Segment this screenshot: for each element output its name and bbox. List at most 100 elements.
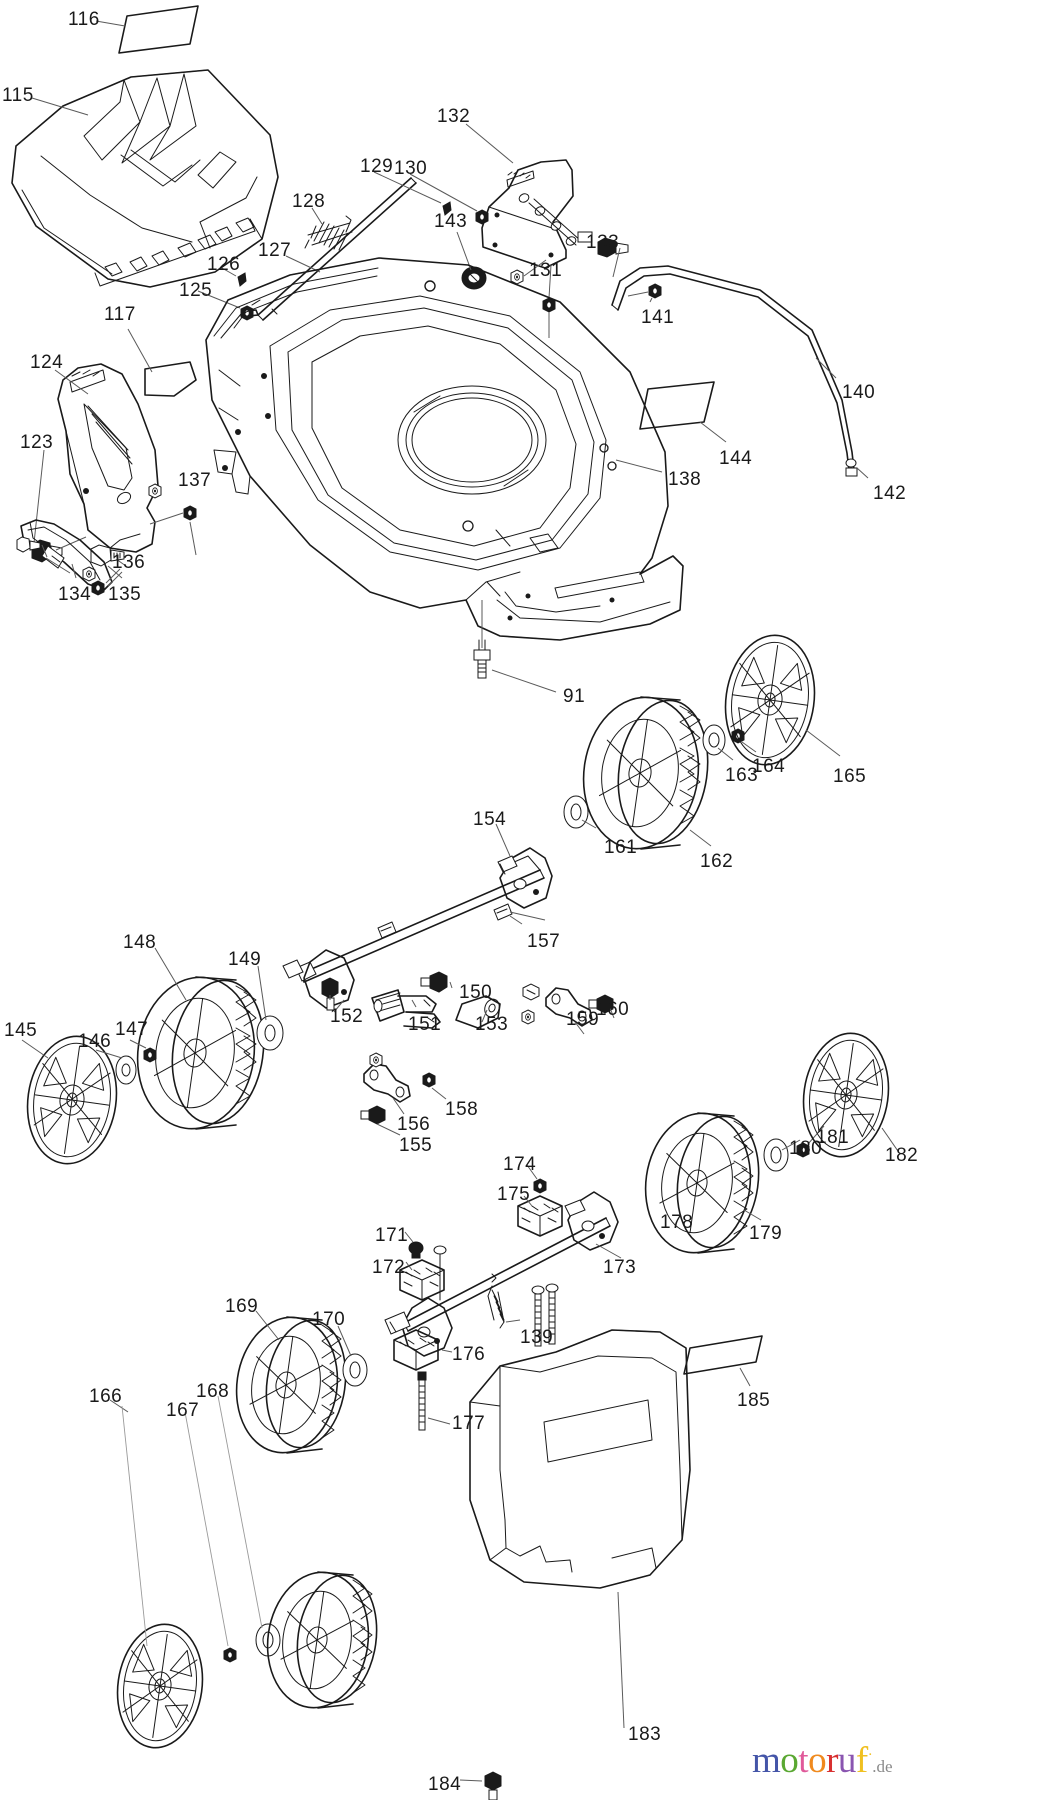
- callout-155: 155: [399, 1135, 433, 1156]
- part-155-bolt: [360, 1105, 386, 1125]
- callout-176: 176: [452, 1344, 486, 1365]
- watermark-dot: ·: [867, 1746, 873, 1763]
- callout-123: 123: [20, 432, 54, 453]
- watermark-letter-0: m: [752, 1740, 781, 1781]
- callout-151: 151: [408, 1014, 442, 1035]
- callout-173: 173: [603, 1257, 637, 1278]
- callout-144: 144: [719, 448, 753, 469]
- watermark-letter-3: o: [808, 1740, 827, 1781]
- watermark-suffix: .de: [872, 1757, 893, 1776]
- part-174-nut: [533, 1178, 547, 1194]
- callout-132: 132: [437, 106, 471, 127]
- callout-143: 143: [434, 211, 468, 232]
- callout-136: 136: [112, 552, 146, 573]
- part-116-label-plate: [118, 5, 199, 54]
- part-151-lever: [371, 989, 441, 1029]
- callout-141: 141: [641, 307, 675, 328]
- motoruf-watermark: motoruf·.de: [752, 1742, 893, 1779]
- callout-165: 165: [833, 766, 867, 787]
- callout-131: 131: [529, 260, 563, 281]
- part-172-bracket: [399, 1259, 445, 1301]
- part-159-bolt: [522, 983, 540, 1001]
- callout-139: 139: [520, 1327, 554, 1348]
- callout-130: 130: [394, 158, 428, 179]
- callout-134: 134: [58, 584, 92, 605]
- part-173-front-axle: [384, 1191, 619, 1357]
- callout-154: 154: [473, 809, 507, 830]
- nut-lower-left: [91, 580, 105, 596]
- callout-146: 146: [78, 1031, 112, 1052]
- part-150-bolt: [420, 971, 448, 993]
- callout-161: 161: [604, 837, 638, 858]
- callout-138: 138: [668, 469, 702, 490]
- part-148-wheel: [136, 976, 265, 1130]
- callout-163: 163: [725, 765, 759, 786]
- callout-172: 172: [372, 1257, 406, 1278]
- callout-183: 183: [628, 1724, 662, 1745]
- part-183-shield: [469, 1329, 691, 1589]
- callout-171: 171: [375, 1225, 409, 1246]
- part-184-bolt: [484, 1771, 502, 1800]
- part-127-rod: [246, 177, 417, 321]
- part-149-washer: [256, 1015, 284, 1051]
- callout-153: 153: [475, 1014, 509, 1035]
- callout-145: 145: [4, 1020, 38, 1041]
- callout-175: 175: [497, 1184, 531, 1205]
- callout-140: 140: [842, 382, 876, 403]
- part-144-sticker: [639, 381, 715, 430]
- callout-127: 127: [258, 240, 292, 261]
- callout-116: 116: [68, 9, 100, 30]
- part-145-hubcap: [26, 1035, 118, 1165]
- callout-162: 162: [700, 851, 734, 872]
- part-140-handle-tube: [611, 265, 858, 477]
- part-91-bolt: [473, 600, 491, 679]
- part-162-wheel: [582, 696, 709, 850]
- callout-160: 160: [596, 999, 630, 1020]
- part-136-bolt: [90, 544, 125, 567]
- part-124-lever-bracket: [57, 363, 159, 553]
- callout-124: 124: [30, 352, 64, 373]
- callout-125: 125: [179, 280, 213, 301]
- callout-157: 157: [527, 931, 561, 952]
- callout-148: 148: [123, 932, 157, 953]
- part-128-spring: [304, 215, 353, 251]
- callout-142: 142: [873, 483, 907, 504]
- part-166-hubcap: [116, 1623, 204, 1749]
- part-117-gasket: [144, 361, 197, 397]
- callout-178: 178: [660, 1212, 694, 1233]
- part-147-nut: [143, 1047, 157, 1063]
- callout-137: 137: [178, 470, 212, 491]
- part-153-roller: [455, 995, 501, 1029]
- part-185-sticker: [683, 1335, 763, 1375]
- callout-156: 156: [397, 1114, 431, 1135]
- callout-168: 168: [196, 1381, 230, 1402]
- part-158-nut: [422, 1072, 436, 1088]
- part-129-clip: [442, 201, 452, 216]
- callout-169: 169: [225, 1296, 259, 1317]
- part-156-lever: [363, 1063, 411, 1103]
- part-152-bolt: [321, 977, 339, 1011]
- callout-184: 184: [428, 1774, 462, 1795]
- part-160-bolt: [588, 994, 614, 1014]
- callout-167: 167: [166, 1400, 200, 1421]
- callout-181: 181: [816, 1127, 850, 1148]
- callout-91: 91: [563, 686, 586, 707]
- watermark-letter-2: t: [798, 1740, 809, 1781]
- callout-159: 159: [566, 1009, 600, 1030]
- part-159-lever: [545, 987, 593, 1027]
- part-139-spring: [487, 1273, 505, 1329]
- callout-149: 149: [228, 949, 262, 970]
- part-167-nut: [223, 1647, 237, 1663]
- part-115-grass-catcher: [11, 69, 279, 288]
- callout-115: 115: [2, 85, 34, 106]
- callout-182: 182: [885, 1145, 919, 1166]
- callout-150: 150: [459, 982, 493, 1003]
- callout-128: 128: [292, 191, 326, 212]
- part-176-bracket: [393, 1329, 439, 1371]
- callout-126: 126: [207, 254, 241, 275]
- callout-170: 170: [312, 1309, 346, 1330]
- nut-near-124: [148, 483, 162, 499]
- nut-near-135: [82, 566, 96, 582]
- callout-164: 164: [752, 756, 786, 777]
